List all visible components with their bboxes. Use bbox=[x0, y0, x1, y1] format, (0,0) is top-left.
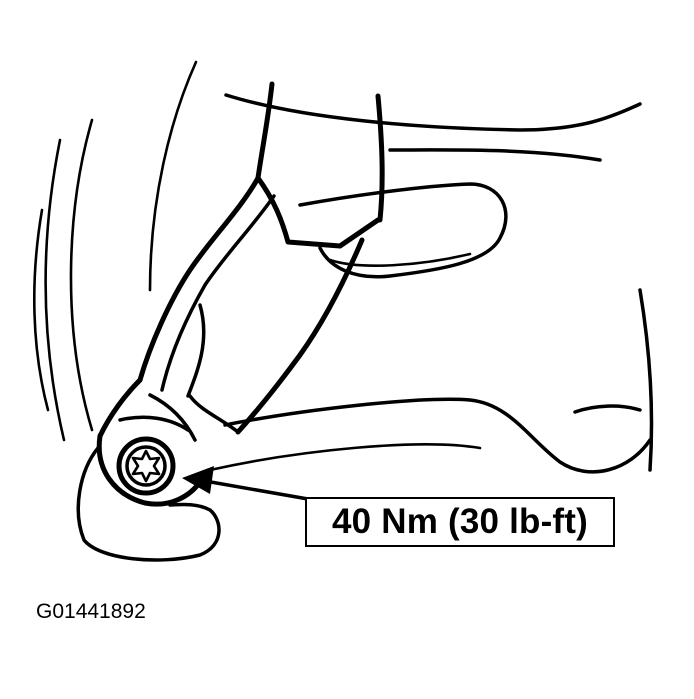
callout-arrow bbox=[182, 466, 310, 501]
steering-knuckle bbox=[76, 446, 221, 562]
strut-assembly bbox=[137, 81, 385, 435]
bolt bbox=[116, 436, 176, 496]
torx-head-icon bbox=[131, 449, 161, 483]
mounting-bracket bbox=[96, 377, 203, 507]
figure-id-label: G01441892 bbox=[36, 600, 146, 623]
torque-value-label: 40 Nm (30 lb-ft) bbox=[331, 502, 588, 541]
housing-casting bbox=[208, 93, 654, 474]
torque-callout-box: 40 Nm (30 lb-ft) bbox=[305, 497, 615, 547]
body-contour-lines bbox=[33, 60, 198, 442]
